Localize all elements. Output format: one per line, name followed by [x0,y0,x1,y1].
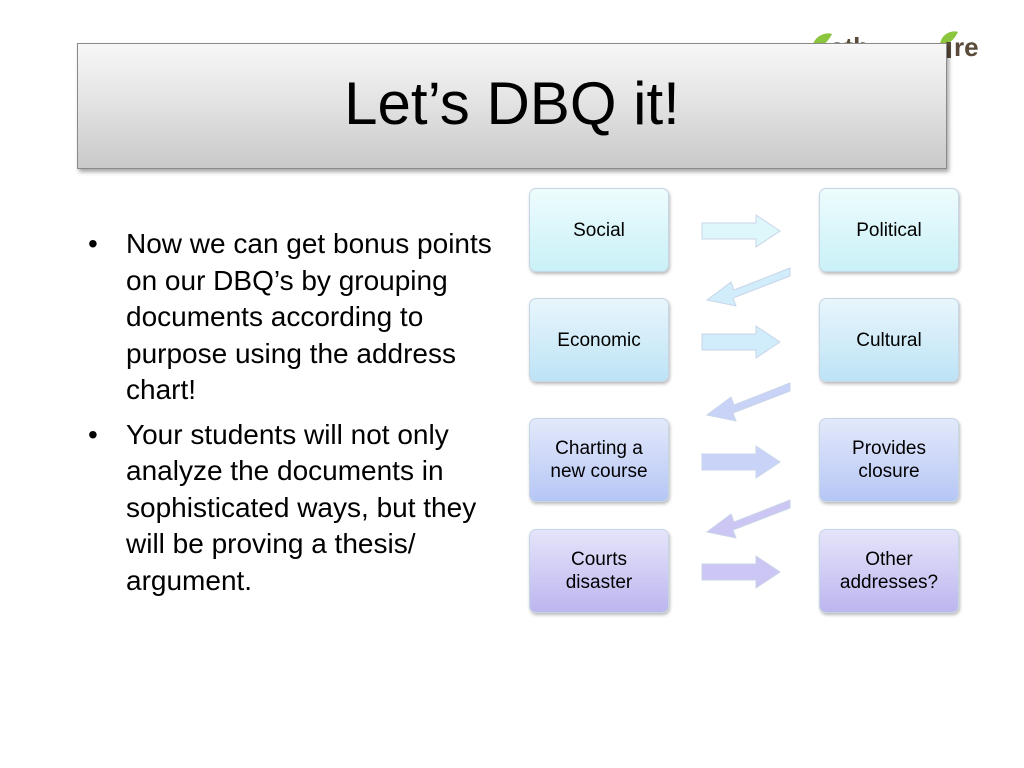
bullet-marker: • [88,418,98,450]
chart-node-other-addresses: Other addresses? [819,529,959,613]
right-arrow-icon [701,325,781,359]
chart-node-provides-closure: Provides closure [819,418,959,502]
chart-node-social: Social [529,188,669,272]
svg-text:re: re [954,32,979,62]
chart-node-cultural: Cultural [819,298,959,382]
slide-title: Let’s DBQ it! [344,70,680,137]
diagonal-arrow-icon [705,382,791,422]
node-label: Political [856,219,922,241]
chart-node-courts-disaster: Courts disaster [529,529,669,613]
diagonal-arrow-icon [705,499,791,539]
right-arrow-icon [701,445,781,479]
node-label: Other addresses? [839,549,939,593]
chart-node-charting-a-new-course: Charting a new course [529,418,669,502]
node-label: Social [573,219,625,241]
bullet-text: Now we can get bonus points on our DBQ’s… [126,228,492,405]
bullet-item: • Now we can get bonus points on our DBQ… [88,226,508,409]
bullet-list: • Now we can get bonus points on our DBQ… [88,226,508,607]
title-box: Let’s DBQ it! [77,43,947,169]
diagonal-arrow-icon [705,267,791,307]
right-arrow-icon [701,214,781,248]
node-label: Charting a new course [550,438,648,482]
node-label: Provides closure [852,438,926,482]
chart-node-political: Political [819,188,959,272]
right-arrow-icon [701,555,781,589]
bullet-item: • Your students will not only analyze th… [88,417,508,600]
node-label: Economic [557,329,641,351]
address-chart: Social Political Economic Cultural Chart… [520,180,970,630]
bullet-text: Your students will not only analyze the … [126,418,477,596]
node-label: Courts disaster [565,549,633,593]
node-label: Cultural [856,329,922,351]
chart-node-economic: Economic [529,298,669,382]
bullet-marker: • [88,228,98,259]
